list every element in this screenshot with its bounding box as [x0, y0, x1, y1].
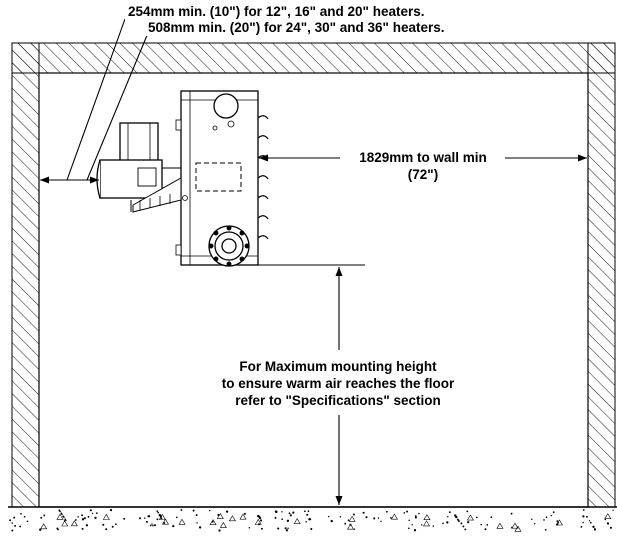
heater-unit	[96, 90, 269, 267]
side-clearance-label-1: 254mm min. (10") for 12", 16" and 20" he…	[128, 4, 424, 19]
labels: 254mm min. (10") for 12", 16" and 20" he…	[125, 2, 525, 408]
blower-motor	[96, 122, 182, 213]
dimension-lines	[40, 18, 587, 505]
room-walls	[11, 42, 616, 508]
louvers	[257, 115, 269, 240]
mounting-height-note-3: refer to "Specifications" section	[235, 393, 441, 408]
leader-line-2	[86, 32, 149, 181]
mounting-height-note-2: to ensure warm air reaches the floor	[222, 376, 455, 391]
ceiling	[11, 42, 616, 74]
leader-line-1	[66, 18, 126, 181]
concrete-floor	[8, 506, 617, 533]
access-panel	[195, 162, 242, 192]
wall-distance-label-2: (72")	[408, 167, 438, 182]
side-clearance-label-2: 508mm min. (20") for 24", 30" and 36" he…	[148, 20, 444, 35]
mounting-height-note-1: For Maximum mounting height	[239, 359, 437, 374]
fan-circle	[213, 93, 239, 119]
right-wall	[587, 42, 616, 508]
wall-distance-label-1: 1829mm to wall min	[359, 150, 487, 165]
flue-flange	[208, 225, 250, 267]
left-wall	[11, 42, 40, 508]
